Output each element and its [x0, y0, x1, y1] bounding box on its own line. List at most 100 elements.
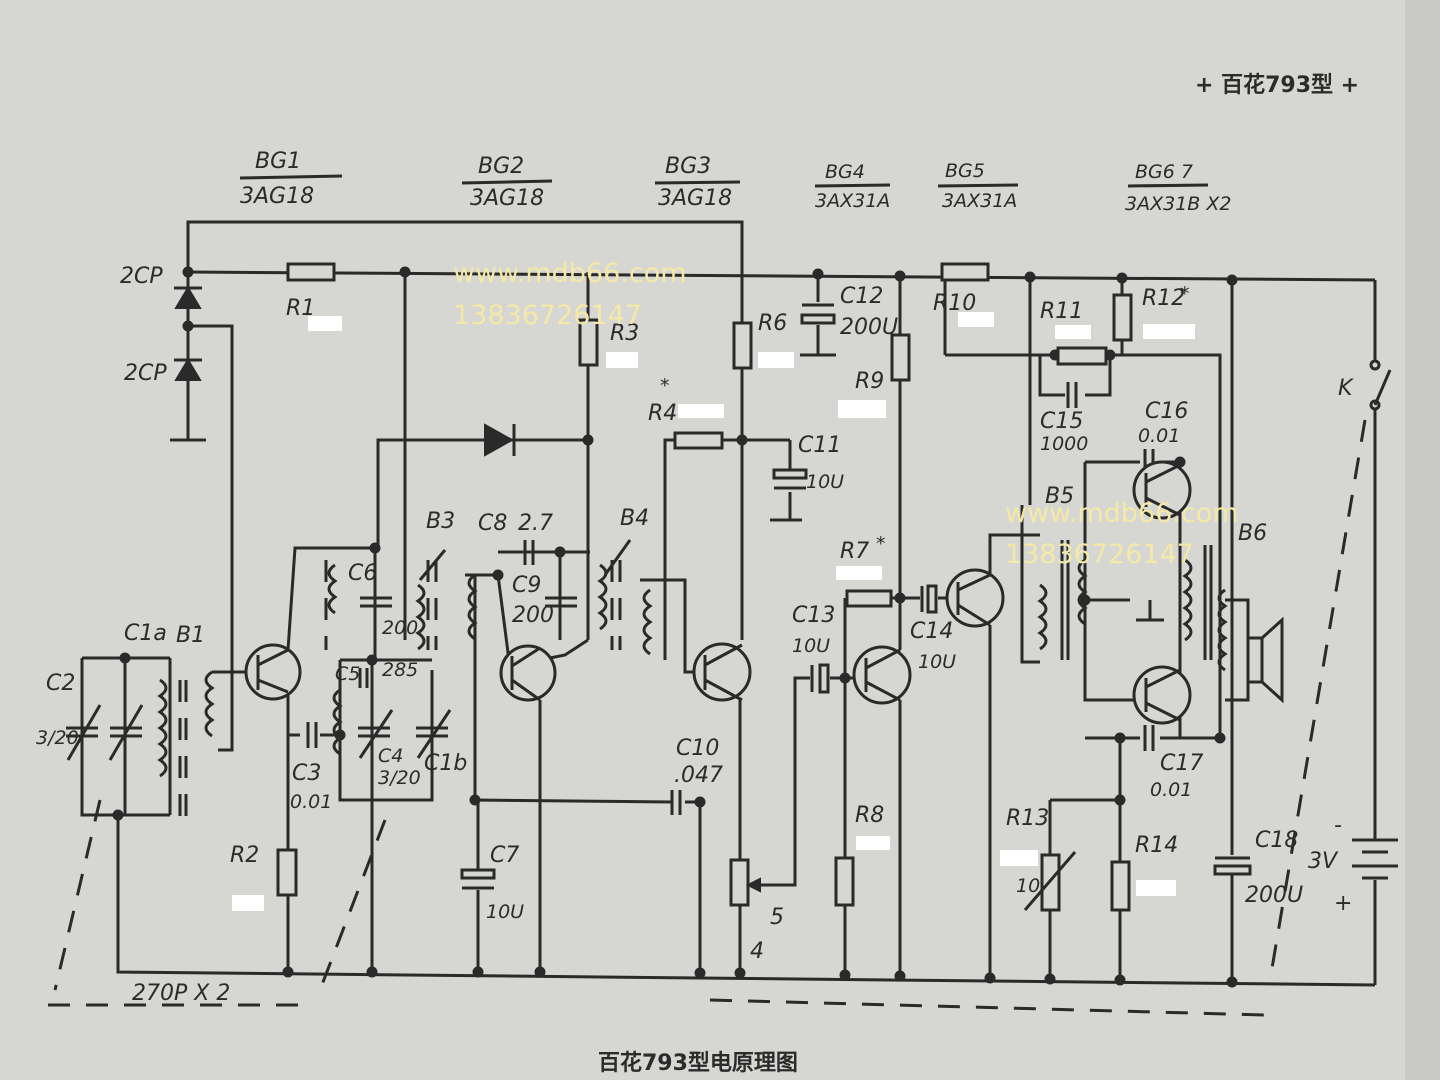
resistor-r2: R2	[230, 843, 298, 911]
capacitor-c16: C16 0.01	[1138, 399, 1188, 475]
b4-label: B4	[620, 506, 649, 531]
capacitor-c10: C10 .047	[670, 736, 723, 815]
resistor-r1: R1	[286, 262, 342, 331]
bg5-model: 3AX31A	[942, 190, 1017, 212]
bg1-name: BG1	[255, 149, 301, 174]
bg1-model: 3AG18	[240, 184, 314, 209]
header-title: + 百花793型 +	[1195, 72, 1359, 98]
c1b-label: C1b	[424, 751, 467, 776]
transistor-bg6-symbol	[1132, 460, 1192, 520]
transformer-b3: B3	[415, 509, 478, 651]
diode-2cp-upper: 2CP	[120, 264, 202, 309]
watermark-phone-2: 13836726147	[1005, 539, 1194, 570]
resistor-r14: R14	[1110, 833, 1178, 912]
coil-oscillator	[324, 560, 343, 756]
capacitor-c6: C6 200	[348, 561, 418, 639]
c17-value: 0.01	[1150, 779, 1192, 801]
capacitor-c14: C14 10U	[910, 584, 956, 673]
bg4-model: 3AX31A	[815, 190, 890, 212]
resistor-r10: R10	[933, 262, 994, 327]
c16-label: C16	[1145, 399, 1188, 424]
diode-2cp-lower-label: 2CP	[124, 361, 167, 386]
pot-pin4-label: 4	[750, 939, 764, 964]
battery-plus: +	[1334, 891, 1352, 916]
c8-label: C8	[478, 511, 507, 536]
bg5-name: BG5	[945, 160, 985, 182]
transformer-b1: B1	[157, 623, 215, 820]
c18-label: C18	[1255, 828, 1298, 853]
watermark-phone-1: 13836726147	[453, 300, 642, 331]
transistor-header-bg3: BG3 3AG18	[654, 154, 741, 211]
transistor-header-bg4: BG4 3AX31A	[814, 161, 890, 212]
c9-value: 200	[512, 603, 554, 628]
c9-label: C9	[512, 573, 541, 598]
c14-label: C14	[910, 619, 953, 644]
transformer-b5: B5	[1037, 484, 1088, 660]
capacitor-c11: C11 10U	[772, 433, 844, 493]
resistor-r11: R11	[1040, 299, 1108, 366]
r8-label: R8	[855, 803, 884, 828]
c4-value: 3/20	[378, 767, 421, 789]
c15-label: C15	[1040, 409, 1083, 434]
b6-label: B6	[1238, 521, 1267, 546]
capacitor-c18: C18 200U	[1213, 828, 1303, 908]
transistor-bg7-symbol	[1132, 665, 1192, 725]
gang-link-dashed	[48, 419, 1367, 1017]
c6-value: 200	[382, 617, 418, 639]
c8-value: 2.7	[518, 511, 553, 536]
r13-mark: 10	[1016, 875, 1040, 897]
r6-label: R6	[758, 311, 787, 336]
c4-label: C4	[378, 745, 403, 767]
transistor-header-bg1: BG1 3AG18	[239, 149, 343, 209]
c7-label: C7	[490, 843, 519, 868]
bg67-name: BG6 7	[1135, 161, 1193, 183]
transistor-bg1-symbol	[244, 643, 302, 701]
resistor-r13: R13 10	[1000, 806, 1077, 912]
r7-mark: *	[876, 533, 886, 555]
capacitor-c3: C3 0.01	[290, 722, 332, 813]
capacitor-c1b: C1b	[416, 709, 467, 776]
c11-value: 10U	[806, 471, 844, 493]
c5-label: C5	[335, 663, 360, 685]
resistor-r6: R6	[732, 311, 794, 370]
c11-label: C11	[798, 433, 841, 458]
battery-minus: -	[1334, 813, 1342, 838]
diode-2cp-lower: 2CP	[124, 326, 202, 386]
transistor-bg4-symbol	[852, 645, 912, 705]
transistor-header-bg67: BG6 7 3AX31B X2	[1125, 161, 1231, 215]
diagram-caption: 百花793型电原理图	[598, 1050, 798, 1076]
r7-label: R7	[840, 539, 869, 564]
battery-label: 3V	[1308, 849, 1339, 874]
transistor-bg3-symbol	[692, 642, 752, 702]
capacitor-c9: C9 200	[512, 573, 577, 628]
bg3-model: 3AG18	[658, 186, 732, 211]
c2-label: C2	[46, 671, 75, 696]
resistor-r7: R7 *	[836, 533, 893, 608]
r13-label: R13	[1006, 806, 1049, 831]
resistor-r9: R9	[838, 333, 911, 418]
c18-value: 200U	[1245, 883, 1303, 908]
c3-value: 0.01	[290, 791, 332, 813]
resistor-r3: R3	[578, 318, 639, 368]
wiring	[80, 220, 1377, 987]
r14-label: R14	[1135, 833, 1178, 858]
bg4-name: BG4	[825, 161, 865, 183]
gang-cap-label: 270P X 2	[132, 981, 230, 1006]
c10-value: .047	[674, 763, 723, 788]
c17-label: C17	[1160, 751, 1203, 776]
potentiometer-volume: 5 4	[729, 858, 784, 964]
c7-value: 10U	[486, 901, 524, 923]
bg2-name: BG2	[478, 154, 524, 179]
capacitor-c8: C8 2.7	[478, 511, 553, 565]
capacitor-c5: C5 285	[335, 659, 418, 688]
watermark-url-1: www.mdb66.com	[453, 258, 687, 289]
c6-label: C6	[348, 561, 377, 586]
diode-2cp-upper-label: 2CP	[120, 264, 163, 289]
b1-label: B1	[176, 623, 205, 648]
r12-mark: *	[1180, 283, 1190, 305]
power-switch: K	[1338, 359, 1392, 411]
c2-value: 3/20	[36, 727, 79, 749]
resistor-r12: R12 *	[1112, 283, 1195, 342]
